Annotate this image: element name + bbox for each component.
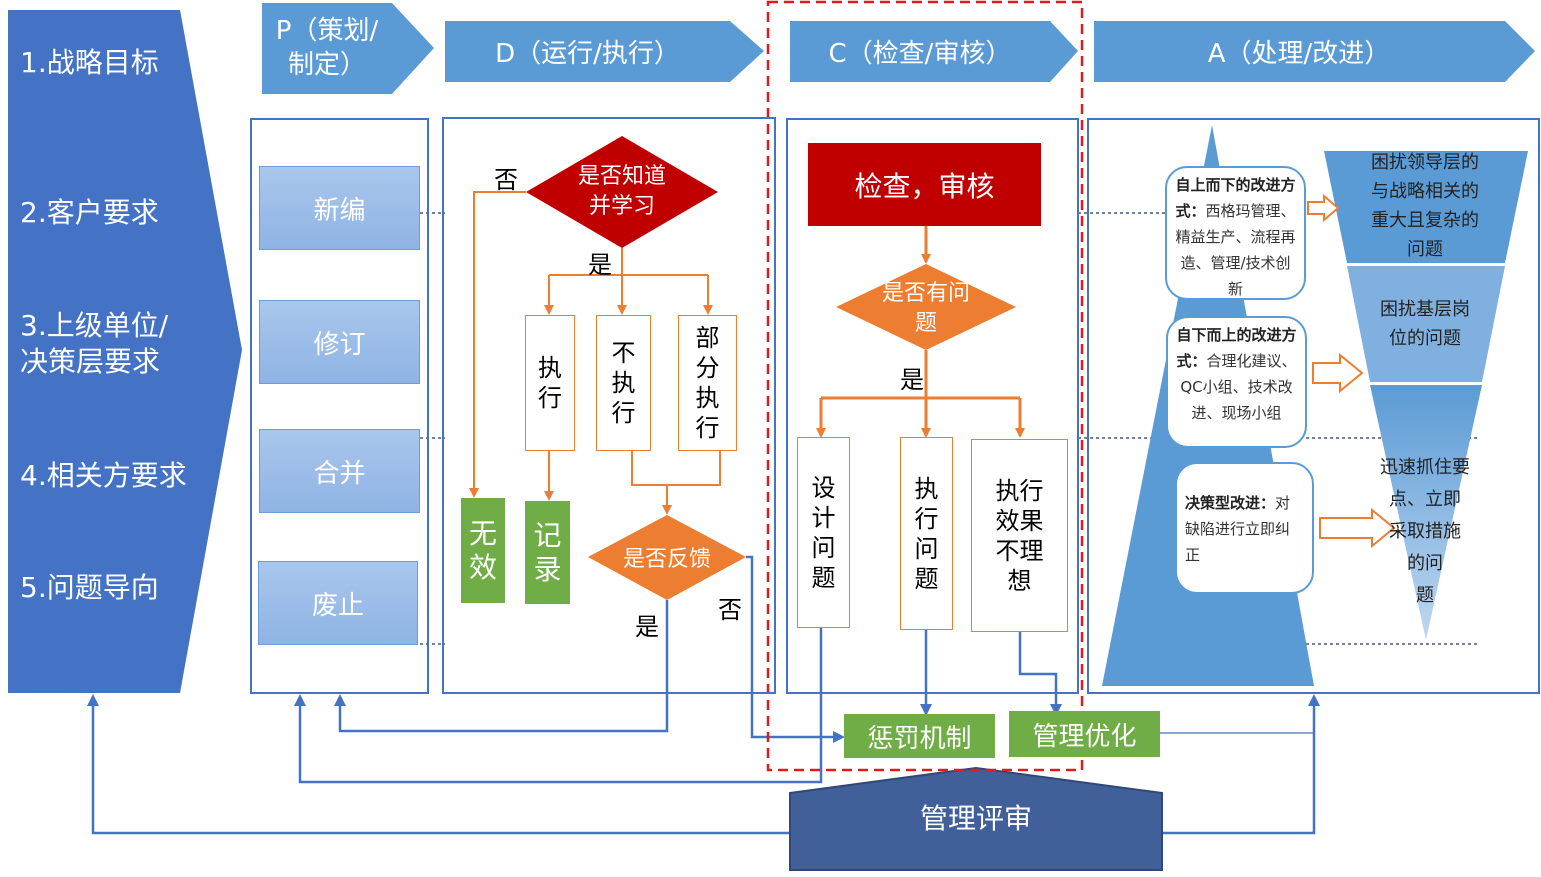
phase-a-label: A（处理/改进） <box>1207 39 1391 69</box>
input-customer-requirement: 2.客户要求 <box>20 196 159 229</box>
bottom-up-text: 合理化建议、QC小组、技术改进、现场小组 <box>1180 352 1297 422</box>
plan-abolish-button[interactable]: 废止 <box>258 561 418 645</box>
check-audit-box: 检查，审核 <box>808 143 1041 226</box>
feedback-yes-label: 是 <box>635 613 659 641</box>
feedback-no-label: 否 <box>718 596 742 624</box>
top-down-improvement-bubble: 自上而下的改进方式：西格玛管理、精益生产、流程再造、管理/技术创新 <box>1165 166 1306 300</box>
punishment-mechanism-box: 惩罚机制 <box>844 714 995 758</box>
bottom-up-improvement-bubble: 自下而上的改进方式：合理化建议、QC小组、技术改进、现场小组 <box>1166 316 1307 448</box>
decision-improvement-bubble: 决策型改进：对缺陷进行立即纠正 <box>1175 462 1314 594</box>
decision-title: 决策型改进： <box>1185 494 1276 512</box>
poor-effect-box: 执行 效果 不理 想 <box>971 439 1068 632</box>
input-superior-requirement: 3.上级单位/ 决策层要求 <box>20 309 169 378</box>
feedback-question-text: 是否反馈 <box>622 547 711 572</box>
phase-a-arrow <box>1094 21 1535 82</box>
issue-funnel-mid <box>1347 266 1505 382</box>
bottom-up-title: 自下而上的改进方式： <box>1176 326 1297 370</box>
check-panel <box>786 118 1079 694</box>
inputs-chevron <box>8 10 242 693</box>
top-down-text: 西格玛管理、精益生产、流程再造、管理/技术创新 <box>1175 202 1296 298</box>
funnel-top-text: 困扰领导层的 与战略相关的 重大且复杂的 问题 <box>1371 152 1479 260</box>
funnel-mid-text: 困扰基层岗 位的问题 <box>1380 299 1470 349</box>
input-stakeholder-requirement: 4.相关方要求 <box>20 459 187 492</box>
execution-problem-box: 执 行 问 题 <box>900 437 953 630</box>
problem-question-text: 是否有问 题 <box>881 281 970 336</box>
input-strategic-goal: 1.战略目标 <box>20 46 159 79</box>
phase-c-label: C（检查/审核） <box>828 39 1012 69</box>
management-review-label: 管理评审 <box>919 802 1032 835</box>
issue-funnel-bottom <box>1370 385 1482 640</box>
decision-learn-diamond <box>526 136 718 248</box>
plan-new-button[interactable]: 新编 <box>259 166 420 250</box>
learn-question-text: 是否知道 并学习 <box>577 164 666 219</box>
execute-box: 执 行 <box>525 315 575 451</box>
management-optimization-box: 管理优化 <box>1009 711 1160 757</box>
phase-c-arrow <box>790 21 1078 82</box>
phase-p-label: P（策划/ 制定） <box>275 16 379 80</box>
plan-revise-button[interactable]: 修订 <box>259 300 420 384</box>
input-problem-oriented: 5.问题导向 <box>20 571 159 604</box>
check-phase-highlight <box>766 0 1084 772</box>
invalid-box: 无 效 <box>461 498 505 603</box>
issue-funnel-top <box>1324 151 1528 263</box>
top-down-title: 自上而下的改进方式： <box>1175 176 1296 220</box>
act-panel <box>1087 118 1540 694</box>
not-execute-box: 不 执 行 <box>596 315 651 451</box>
record-box: 记 录 <box>525 501 570 604</box>
do-panel <box>442 117 776 694</box>
design-problem-box: 设 计 问 题 <box>797 437 850 628</box>
phase-d-label: D（运行/执行） <box>495 39 680 69</box>
problem-yes-label: 是 <box>900 366 924 394</box>
phase-d-arrow <box>445 21 764 82</box>
decision-feedback-diamond <box>588 515 746 600</box>
phase-p-arrow <box>262 3 434 94</box>
plan-merge-button[interactable]: 合并 <box>259 429 420 513</box>
decision-problem-diamond <box>836 264 1016 350</box>
hollow-arrow-3 <box>1319 507 1396 549</box>
plan-panel <box>250 118 429 694</box>
management-review-shape <box>789 766 1163 871</box>
hollow-arrow-2 <box>1312 352 1364 394</box>
learn-no-label: 否 <box>494 166 518 194</box>
funnel-bottom-text: 迅速抓住要 点、立即 采取措施 的问 题 <box>1380 457 1470 606</box>
decision-text: 对缺陷进行立即纠正 <box>1185 494 1291 564</box>
hollow-arrow-1 <box>1307 193 1340 223</box>
partial-execute-box: 部 分 执 行 <box>678 315 737 451</box>
learn-yes-label: 是 <box>588 251 612 279</box>
